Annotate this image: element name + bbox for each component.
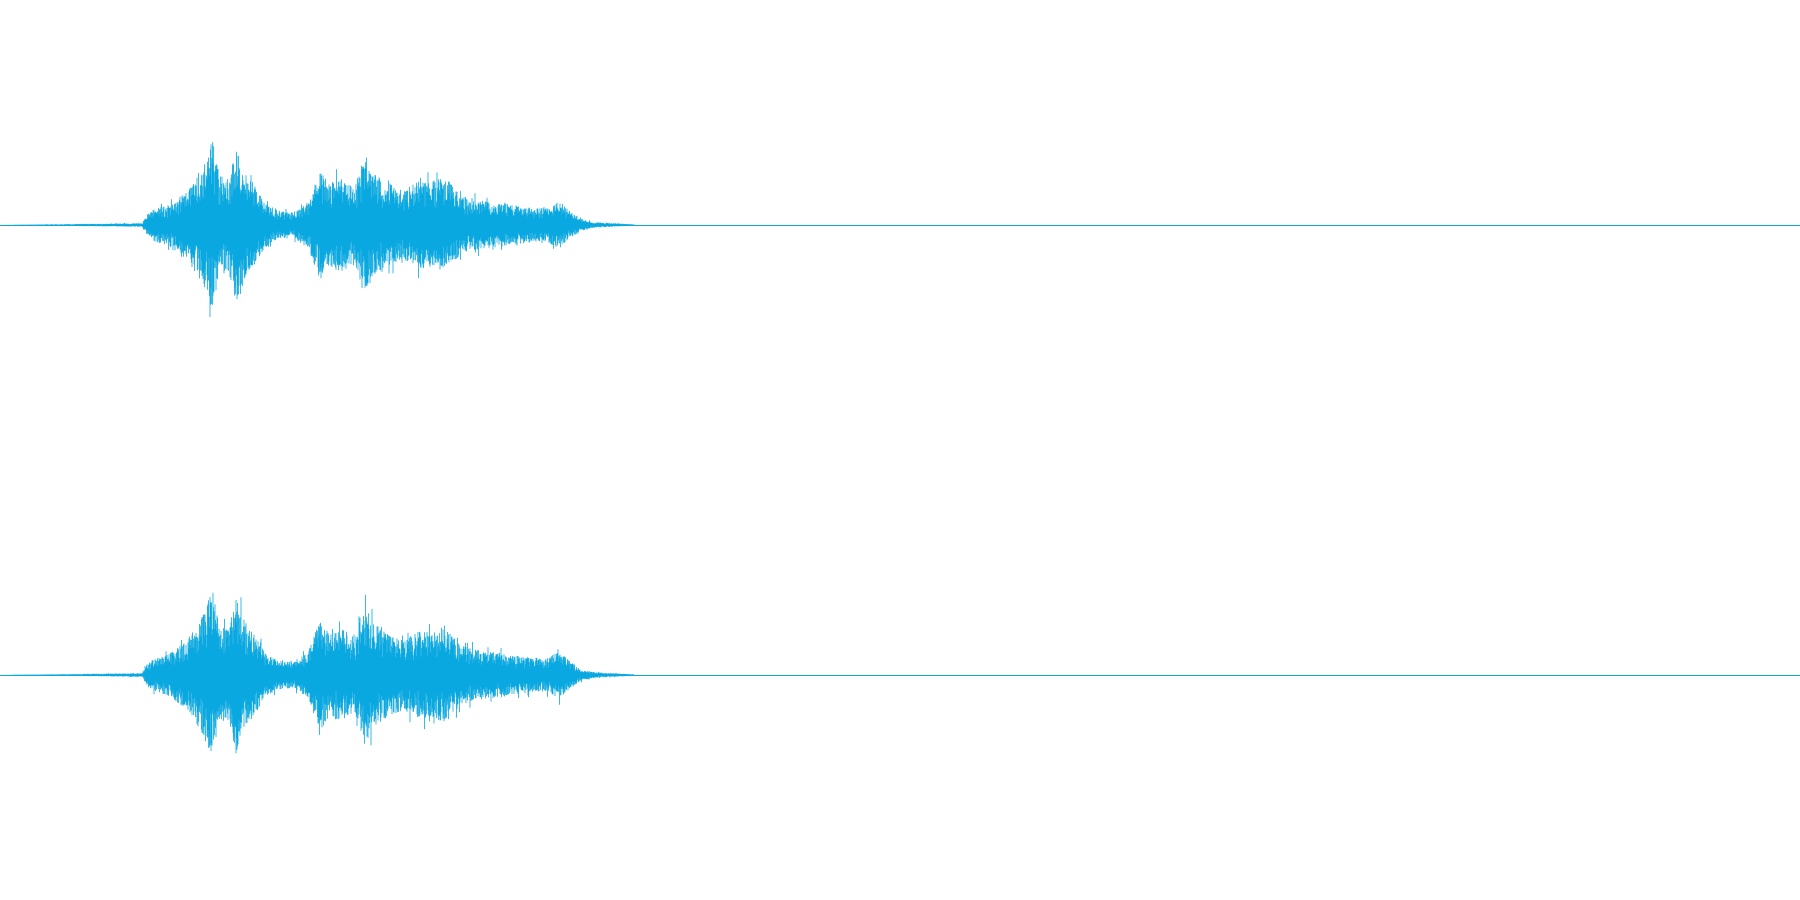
- waveform-core: [2, 199, 634, 251]
- left-channel-waveform: [0, 142, 1800, 317]
- right-channel-waveform: [0, 592, 1800, 754]
- waveform-core: [2, 649, 634, 701]
